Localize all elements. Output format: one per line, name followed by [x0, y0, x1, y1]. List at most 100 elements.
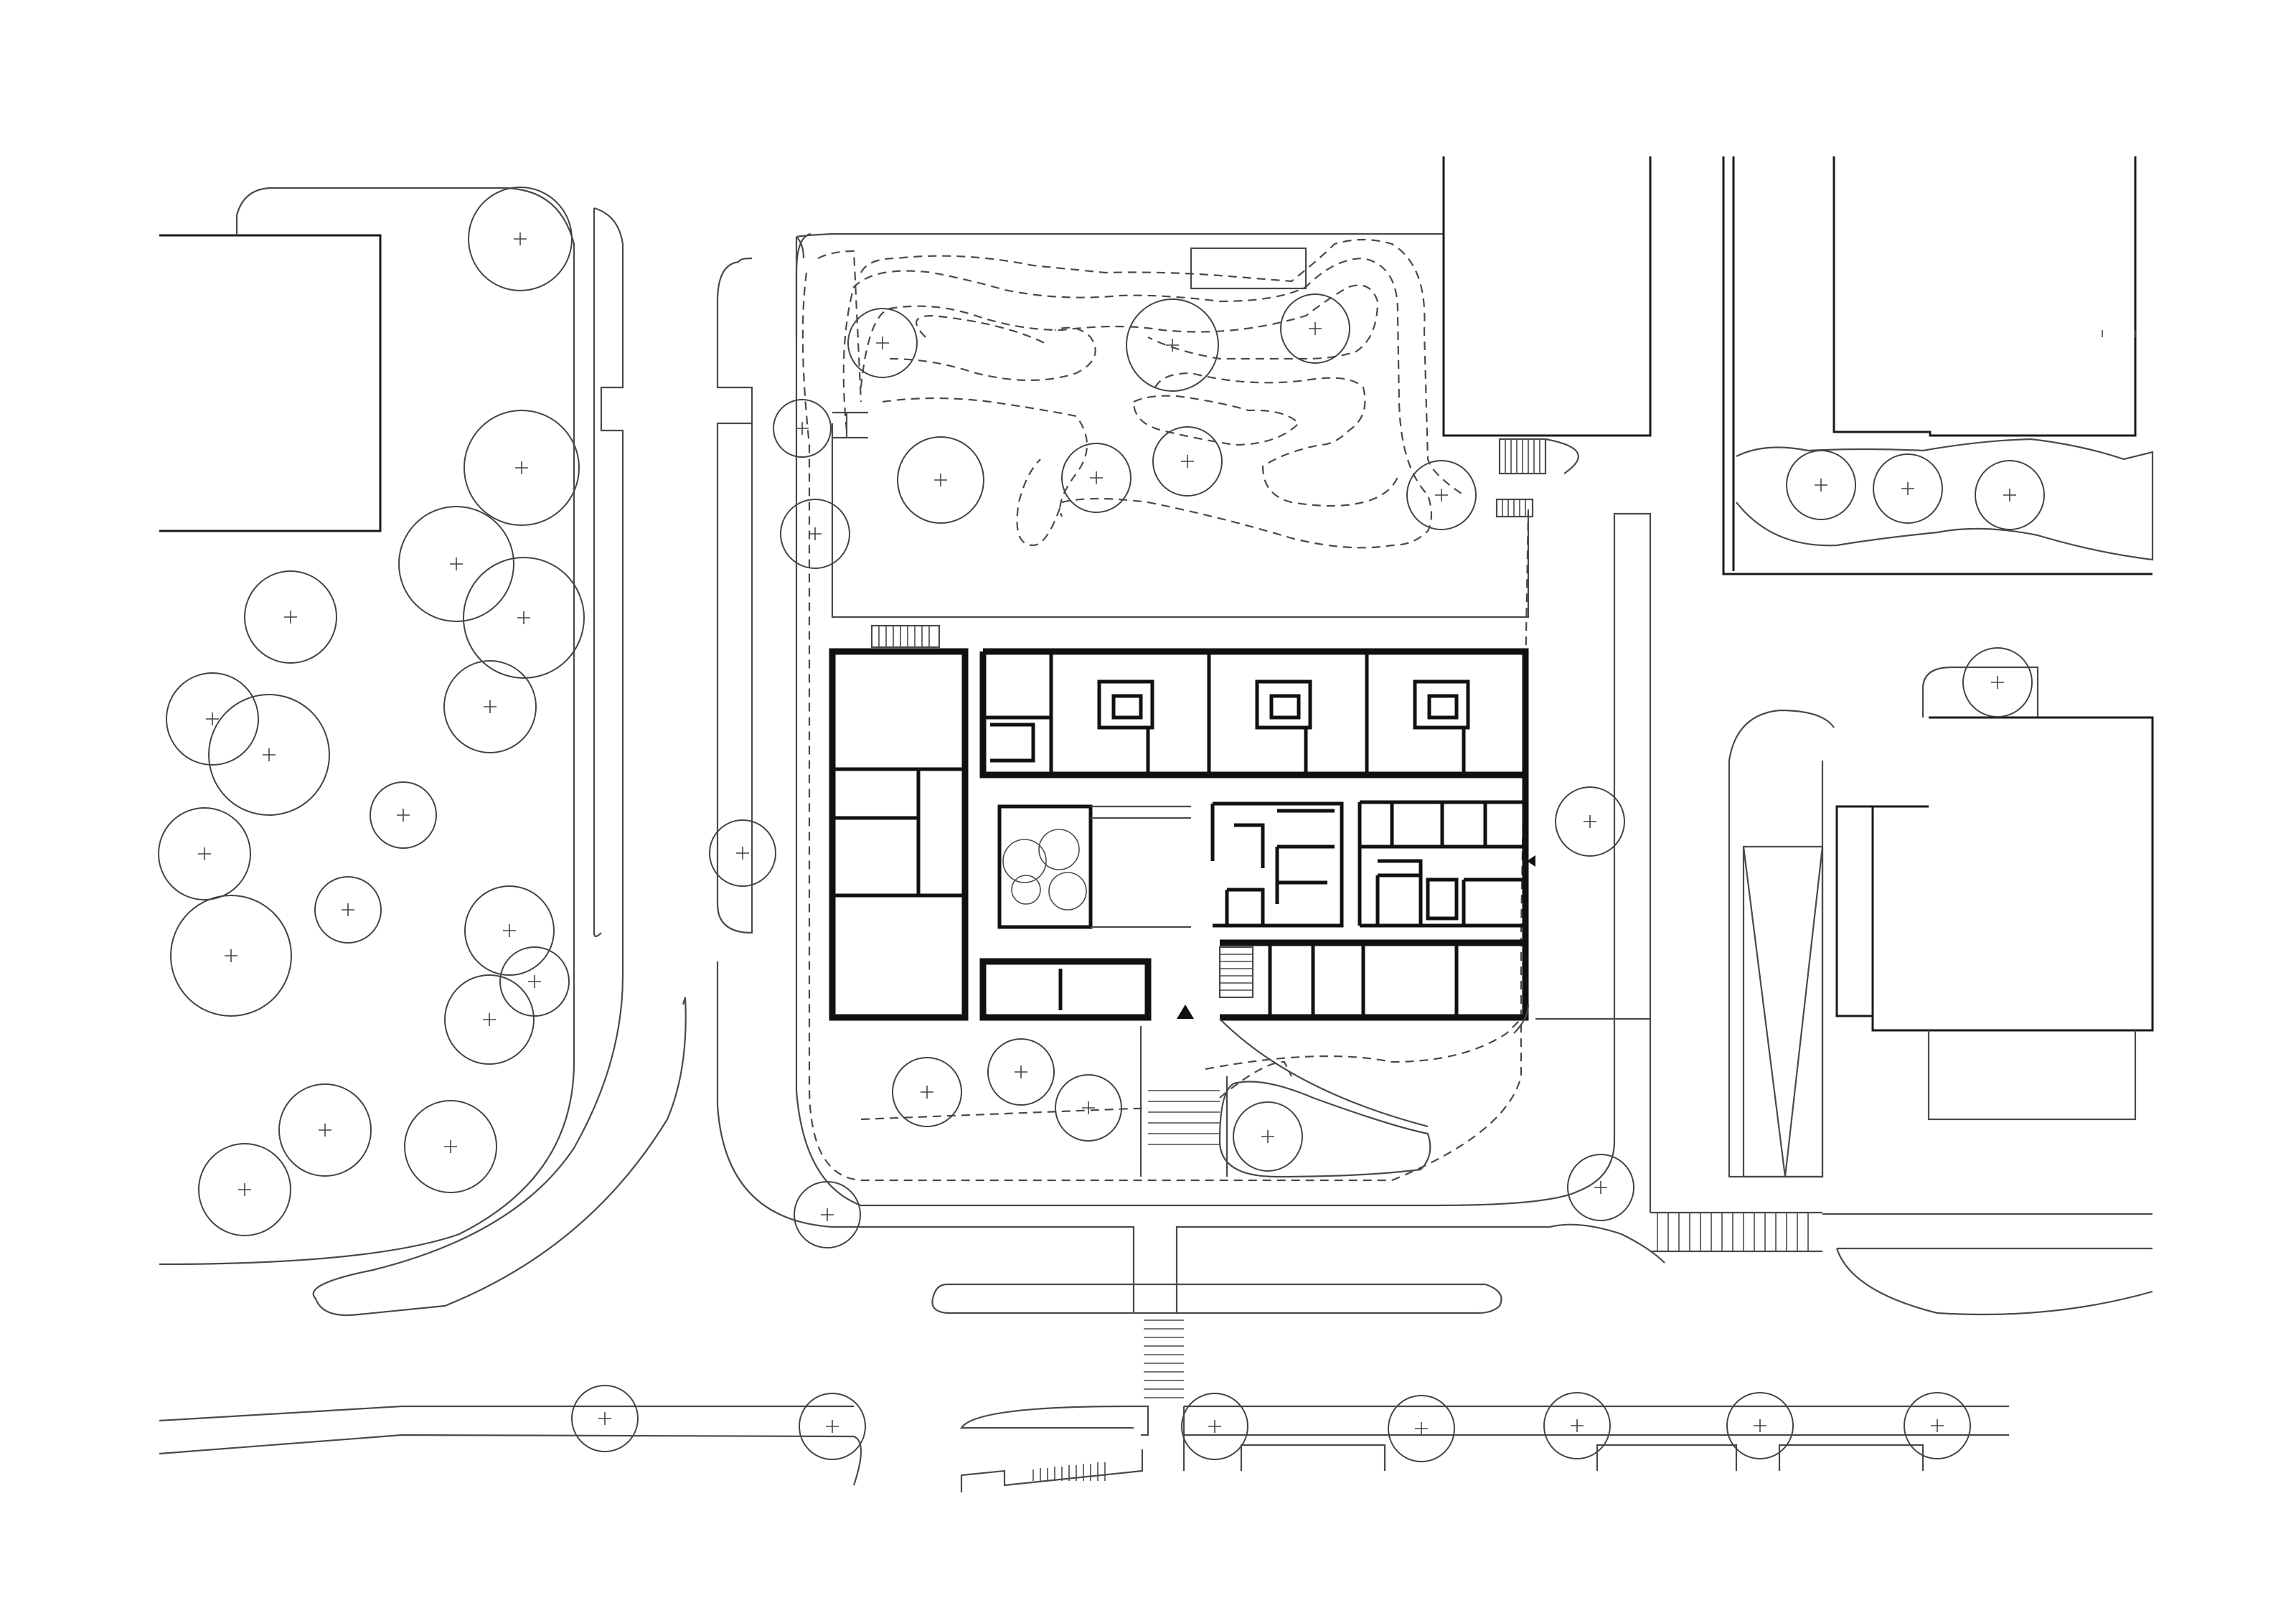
- north-wing-partitions: [983, 651, 1369, 775]
- tree-center-mark: [821, 1208, 834, 1221]
- south-median: [931, 1283, 1502, 1314]
- south-street: [159, 1319, 2009, 1492]
- east-complex: [1649, 666, 2154, 1316]
- tree-symbol: [1786, 450, 1856, 520]
- tree-symbol: [1126, 298, 1219, 392]
- tree-canopy: [1873, 453, 1943, 524]
- tree-symbol: [468, 187, 573, 291]
- tree-symbol: [398, 506, 514, 622]
- tree-symbol: [1567, 1154, 1634, 1221]
- tree-center-mark: [1309, 322, 1322, 335]
- west-road-curve: [716, 257, 1665, 1313]
- tree-center-mark: [921, 1086, 933, 1099]
- site-outer-path: [795, 232, 1652, 1207]
- tree-symbol: [170, 895, 292, 1017]
- tree-canopy: [443, 660, 537, 753]
- tree-canopy: [1555, 786, 1625, 857]
- tree-center-mark: [1571, 1419, 1584, 1432]
- south-garden: [1218, 1081, 1431, 1178]
- stair-north-east: [1495, 438, 1579, 518]
- toilet-pod-3: [1413, 679, 1470, 775]
- tree-symbol: [1181, 1393, 1248, 1460]
- east-complex-base: [1927, 1030, 2137, 1121]
- tree-canopy: [1055, 1074, 1122, 1142]
- tree-center-mark: [934, 474, 947, 486]
- tree-symbol: [463, 557, 585, 679]
- tree-center-mark: [450, 558, 463, 570]
- tree-canopy: [1126, 298, 1219, 392]
- tree-center-mark: [1090, 471, 1103, 484]
- tree-symbol: [499, 946, 570, 1017]
- tree-center-mark: [598, 1412, 611, 1425]
- east-building: [1832, 156, 2137, 437]
- stair-north-west: [870, 624, 941, 649]
- tree-canopy: [1904, 1392, 1971, 1459]
- crosswalk-east: [1650, 1211, 1822, 1253]
- contour-lines: [801, 238, 1530, 1182]
- tree-symbol: [158, 807, 251, 900]
- tree-center-mark: [1901, 482, 1914, 495]
- tree-symbol: [244, 570, 337, 664]
- tree-canopy: [794, 1181, 861, 1248]
- tree-canopy: [780, 499, 850, 569]
- tree-center-mark: [1991, 676, 2004, 689]
- west-median: [312, 207, 687, 1317]
- tree-canopy: [499, 946, 570, 1017]
- tree-symbol: [799, 1393, 866, 1460]
- tree-symbol: [1543, 1392, 1611, 1459]
- tree-center-mark: [484, 700, 497, 713]
- tree-canopy: [1567, 1154, 1634, 1221]
- tree-symbol: [1904, 1392, 1971, 1459]
- tree-symbol: [1233, 1101, 1303, 1172]
- tree-center-mark: [397, 809, 410, 822]
- tree-symbol: [314, 876, 382, 944]
- tree-center-mark: [284, 611, 297, 624]
- tree-center-mark: [319, 1124, 331, 1137]
- tree-canopy: [1233, 1101, 1303, 1172]
- tree-symbol: [1726, 1392, 1794, 1459]
- tree-symbol: [278, 1083, 372, 1177]
- tree-center-mark: [1435, 489, 1448, 502]
- tree-center-mark: [2003, 489, 2016, 502]
- toilet-pod-2: [1255, 679, 1312, 775]
- central-core: [1210, 801, 1344, 928]
- tower-building: [1442, 156, 1652, 437]
- north-yard-boundary: [831, 411, 1530, 618]
- crosswalk-south: [1144, 1319, 1184, 1398]
- tree-canopy: [897, 436, 984, 524]
- entrance-steps: [1139, 1026, 1228, 1177]
- tree-center-mark: [444, 1140, 457, 1153]
- courtyard: [997, 804, 1191, 929]
- tree-canopy: [278, 1083, 372, 1177]
- tree-canopy: [208, 694, 330, 816]
- north-east-block: [1442, 156, 2154, 575]
- tree-center-mark: [342, 903, 354, 916]
- east-block: [1358, 800, 1525, 928]
- tree-center-mark: [826, 1420, 839, 1433]
- tree-canopy: [464, 410, 580, 526]
- tree-symbol: [773, 399, 832, 458]
- tree-symbol: [1975, 460, 2045, 530]
- tree-center-mark: [238, 1183, 251, 1196]
- ramp-hatch: [1742, 845, 1824, 1178]
- tree-canopy: [1061, 443, 1131, 513]
- south-sidewalk-east: [1182, 1405, 2009, 1471]
- main-entrance-marker: [1177, 1005, 1194, 1019]
- east-complex-annex: [1835, 805, 1873, 1017]
- west-wing-partitions: [832, 767, 965, 898]
- tree-canopy: [1152, 426, 1223, 497]
- south-sidewalk-west: [159, 1405, 862, 1486]
- west-road-edge: [716, 260, 753, 934]
- tree-symbol: [464, 410, 580, 526]
- east-complex-building: [1871, 716, 2154, 1032]
- tree-center-mark: [263, 748, 276, 761]
- tree-symbol: [370, 781, 437, 849]
- tree-canopy: [1786, 450, 1856, 520]
- tree-center-mark: [515, 461, 528, 474]
- stair-south: [960, 1449, 1144, 1492]
- tree-symbol: [208, 694, 330, 816]
- north-court: [1190, 247, 1307, 290]
- tree-center-mark: [206, 712, 219, 725]
- tree-center-mark: [225, 949, 237, 962]
